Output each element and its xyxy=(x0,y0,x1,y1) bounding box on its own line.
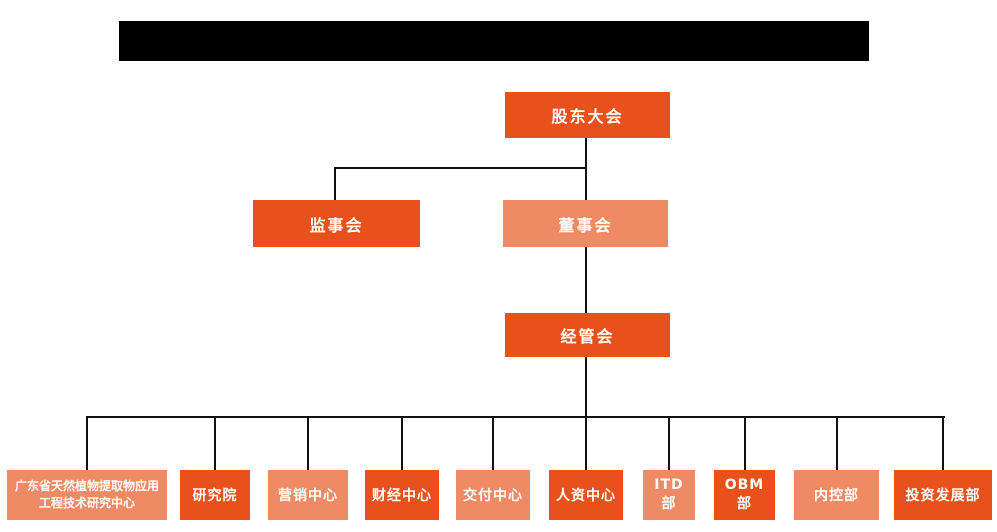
connector-dept-drop xyxy=(492,416,494,470)
org-node-board-of-directors: 董事会 xyxy=(503,200,668,247)
connector-dept-drop xyxy=(942,416,944,470)
org-node-dept-itd: ITD部 xyxy=(643,470,695,520)
connector-supervisory-drop xyxy=(334,167,336,200)
connector-dept-drop xyxy=(214,416,216,470)
org-node-dept-obm: OBM部 xyxy=(714,470,775,520)
org-node-dept-research-institute: 研究院 xyxy=(180,470,250,520)
connector-dept-drop xyxy=(86,416,88,470)
connector-management-down xyxy=(585,357,587,417)
org-node-dept-marketing-center: 营销中心 xyxy=(268,470,348,520)
connector-dept-drop xyxy=(668,416,670,470)
connector-dept-drop xyxy=(744,416,746,470)
connector-board-to-management xyxy=(585,247,587,313)
connector-dept-drop xyxy=(836,416,838,470)
connector-root-down xyxy=(585,138,587,200)
org-node-dept-investment-development: 投资发展部 xyxy=(894,470,992,520)
org-node-management-committee: 经管会 xyxy=(505,313,670,357)
connector-dept-drop xyxy=(401,416,403,470)
org-node-dept-delivery-center: 交付中心 xyxy=(456,470,530,520)
connector-dept-drop xyxy=(307,416,309,470)
org-node-dept-hr-center: 人资中心 xyxy=(549,470,623,520)
org-node-dept-finance-center: 财经中心 xyxy=(365,470,439,520)
org-node-shareholders-meeting: 股东大会 xyxy=(505,92,670,138)
connector-departments-branch xyxy=(86,416,945,418)
redacted-title-bar xyxy=(119,21,869,61)
connector-dept-drop xyxy=(585,416,587,470)
org-node-dept-internal-control: 内控部 xyxy=(794,470,879,520)
connector-level2-branch xyxy=(335,167,587,169)
org-node-supervisory-board: 监事会 xyxy=(253,200,420,247)
org-node-dept-research-center: 广东省天然植物提取物应用工程技术研究中心 xyxy=(7,470,167,520)
